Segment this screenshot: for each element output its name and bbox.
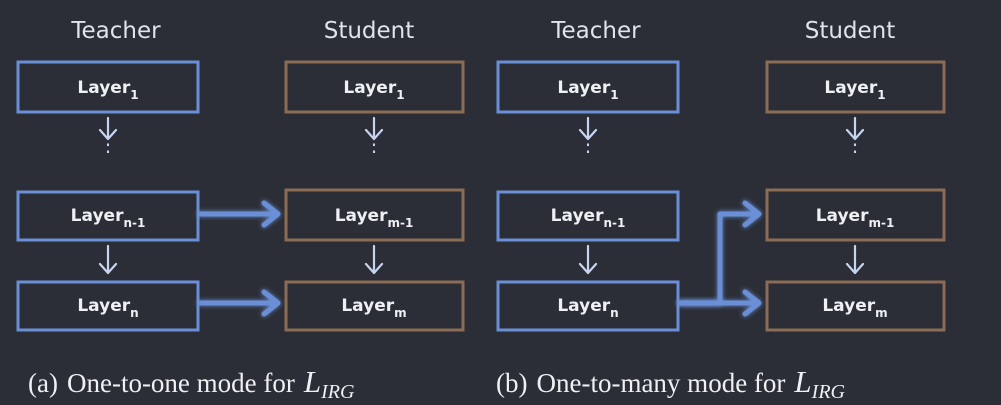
teacher-layer-1-label: Layer1 [557, 78, 618, 102]
student-down-arrow-bottom [845, 244, 865, 275]
teacher-down-arrow-top [578, 116, 598, 141]
teacher-layer-n-1-label: Layern-1 [71, 206, 146, 230]
student-layer-m-box [765, 280, 946, 332]
teacher-layer-1-label: Layer1 [77, 78, 138, 102]
student-vertical-ellipsis: ⋮ [845, 132, 865, 156]
panel-b: Teacher Student Layer1 Layern-1 Layern L… [496, 18, 946, 403]
teacher-layer-n-1-box [496, 190, 680, 242]
teacher-layer-1-box [16, 60, 200, 114]
teacher-layer-n-label: Layern [557, 296, 618, 320]
teacher-down-arrow-top [98, 116, 118, 141]
student-header: Student [805, 18, 896, 44]
student-layer-m-1-label: Layerm-1 [816, 206, 895, 230]
distill-arrow-n-1-to-m-1 [197, 200, 281, 228]
student-down-arrow-bottom [364, 244, 384, 275]
teacher-layer-1-box [496, 60, 680, 114]
student-down-arrow-top [845, 116, 865, 141]
distill-arrow-n-to-m-1 [677, 200, 762, 306]
student-layer-m-1-label: Layerm-1 [335, 206, 414, 230]
distill-arrow-n-to-m [197, 289, 281, 317]
teacher-layer-n-1-box [16, 190, 200, 242]
student-header: Student [324, 18, 415, 44]
student-layer-1-label: Layer1 [343, 78, 404, 102]
teacher-layer-n-box [16, 280, 200, 332]
panel-a: Teacher Student Layer1 Layern-1 Layern L… [16, 18, 465, 403]
student-layer-m-box [284, 280, 465, 332]
teacher-header: Teacher [550, 18, 641, 44]
teacher-header: Teacher [70, 18, 161, 44]
student-layer-m-1-box [765, 188, 946, 242]
teacher-down-arrow-bottom [578, 244, 598, 275]
student-layer-m-1-box [284, 188, 465, 242]
teacher-layer-n-1-label: Layern-1 [551, 206, 626, 230]
teacher-vertical-ellipsis: ⋮ [98, 132, 118, 156]
teacher-vertical-ellipsis: ⋮ [578, 132, 598, 156]
teacher-layer-n-box [496, 280, 680, 332]
student-layer-1-label: Layer1 [824, 78, 885, 102]
student-layer-m-label: Layerm [341, 296, 406, 320]
teacher-down-arrow-bottom [98, 244, 118, 275]
student-layer-1-box [284, 60, 465, 114]
student-down-arrow-top [364, 116, 384, 141]
distill-arrow-n-to-m [677, 289, 762, 317]
student-vertical-ellipsis: ⋮ [364, 132, 384, 156]
student-layer-m-label: Layerm [822, 296, 887, 320]
teacher-layer-n-label: Layern [77, 296, 138, 320]
student-layer-1-box [765, 60, 946, 114]
